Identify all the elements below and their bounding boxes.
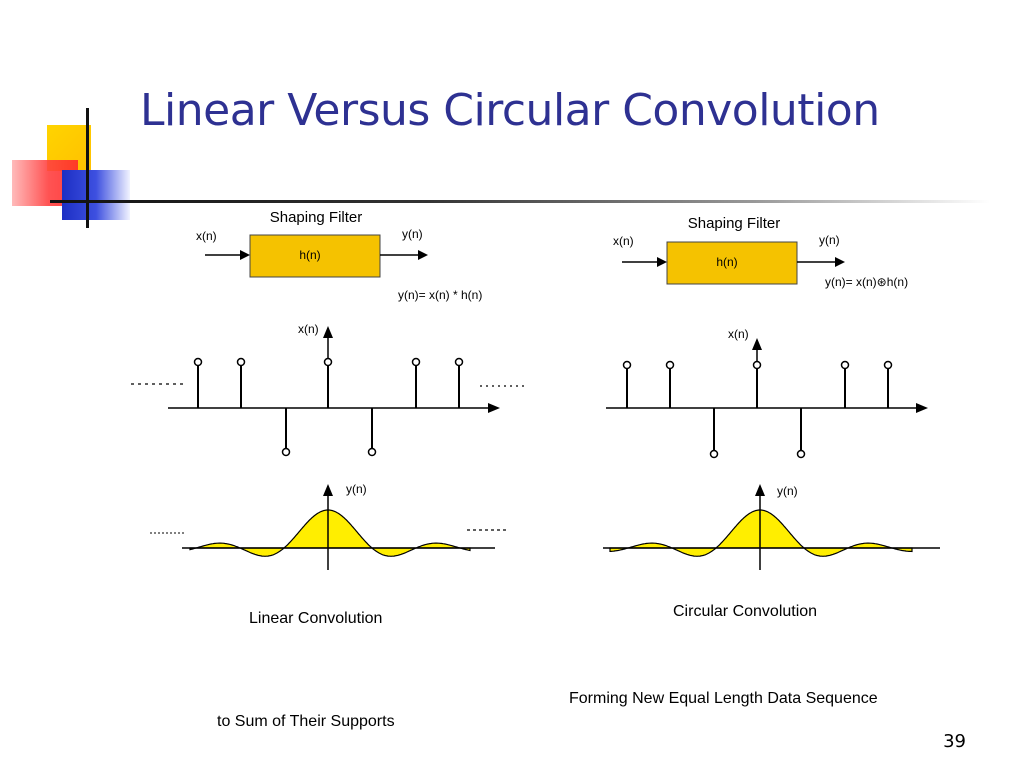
linear-stem-head-3 [281, 447, 291, 457]
circular-stem-head-4 [752, 360, 762, 370]
linear-filter-block: Shaping Filter h(n) x(n) y(n) y(n)= x(n)… [196, 209, 482, 302]
circular-x-axis-label: x(n) [728, 327, 749, 341]
circular-stem-head-5 [796, 449, 806, 459]
deco-vertical-line [86, 108, 89, 228]
circular-stem-head-2 [665, 360, 675, 370]
linear-stem-head-6 [411, 357, 421, 367]
linear-filter-title: Shaping Filter [270, 209, 363, 226]
circular-output-label: y(n) [819, 233, 840, 247]
linear-stem-head-2 [236, 357, 246, 367]
slide-title: Linear Versus Circular Convolution [140, 85, 880, 136]
circular-output-waveform [609, 509, 913, 557]
linear-y-axis-arrowhead [323, 484, 333, 496]
linear-y-axis-label: y(n) [346, 482, 367, 496]
circular-filter-title: Shaping Filter [688, 215, 781, 232]
circular-stem-head-7 [883, 360, 893, 370]
linear-stem-head-1 [193, 357, 203, 367]
circular-stem-head-1 [622, 360, 632, 370]
circular-footnote: Forming New Equal Length Data Sequence [569, 690, 878, 707]
circular-filter-label: h(n) [716, 255, 737, 269]
circular-output-plot: y(n) [603, 484, 940, 570]
linear-equation: y(n)= x(n) * h(n) [398, 288, 482, 302]
circular-input-label: x(n) [613, 234, 634, 248]
linear-stem-head-7 [454, 357, 464, 367]
circular-y-axis-arrowhead [755, 484, 765, 496]
linear-input-arrowhead [240, 250, 250, 260]
linear-input-stem-plot: x(n) [131, 322, 528, 457]
linear-output-arrowhead [418, 250, 428, 260]
circular-equation: y(n)= x(n)⊛h(n) [825, 275, 908, 289]
circular-x-horizontal-arrowhead [916, 403, 928, 413]
deco-blue-square [62, 170, 130, 220]
circular-x-axis-arrowhead [752, 338, 762, 350]
circular-filter-block: Shaping Filter h(n) x(n) y(n) y(n)= x(n)… [613, 215, 908, 289]
circular-stem-head-6 [840, 360, 850, 370]
circular-stems [622, 360, 893, 459]
page-number: 39 [943, 731, 966, 752]
circular-input-stem-plot: x(n) [606, 327, 928, 459]
linear-stem-head-5 [367, 447, 377, 457]
circular-output-arrowhead [835, 257, 845, 267]
linear-input-label: x(n) [196, 229, 217, 243]
circular-filter-box [666, 241, 798, 285]
linear-x-axis-label: x(n) [298, 322, 319, 336]
linear-x-horizontal-arrowhead [488, 403, 500, 413]
circular-input-arrowhead [657, 257, 667, 267]
linear-stems [193, 357, 464, 457]
linear-caption: Linear Convolution [249, 610, 383, 627]
title-underline [50, 200, 990, 203]
circular-stem-head-3 [709, 449, 719, 459]
linear-output-waveform [189, 509, 471, 557]
linear-output-plot: y(n) [150, 482, 507, 570]
linear-filter-label: h(n) [299, 248, 320, 262]
linear-output-label: y(n) [402, 227, 423, 241]
linear-filter-box [249, 234, 381, 278]
linear-stem-head-4 [323, 357, 333, 367]
linear-footnote: to Sum of Their Supports [217, 713, 395, 730]
circular-y-axis-label: y(n) [777, 484, 798, 498]
circular-caption: Circular Convolution [673, 603, 818, 620]
linear-x-axis-arrowhead [323, 326, 333, 338]
